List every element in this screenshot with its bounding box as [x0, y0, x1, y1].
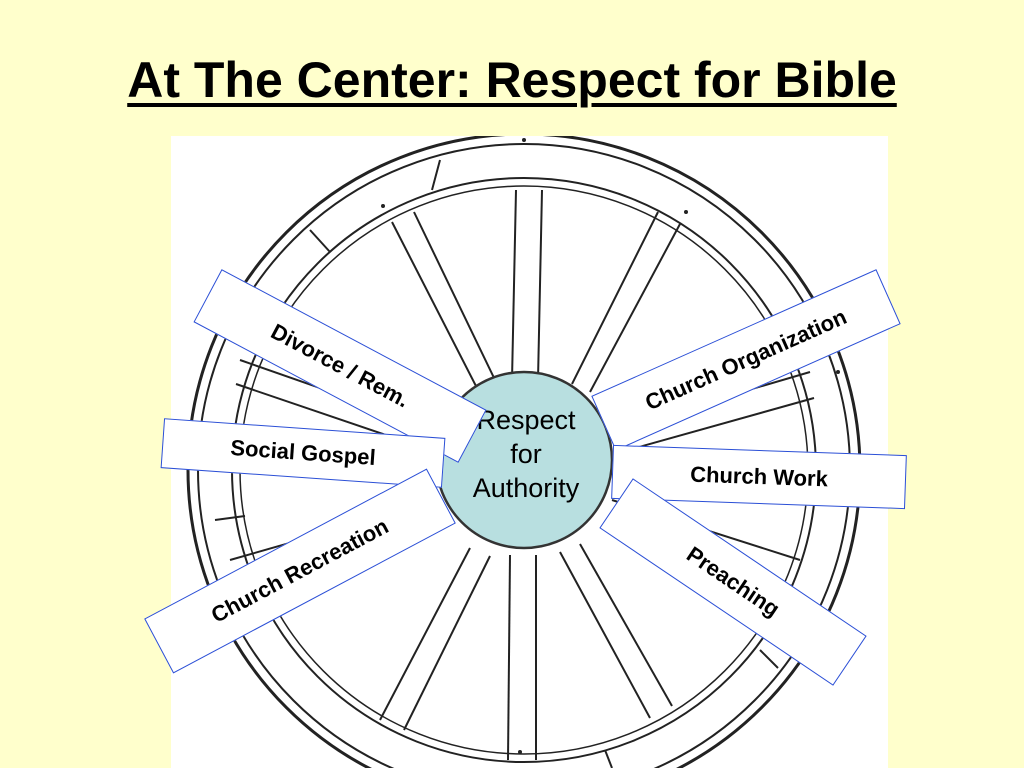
hub-label: Respect for Authority: [440, 403, 612, 505]
rim-joint: [759, 649, 779, 669]
rim-joint: [214, 515, 246, 521]
hub-label-line-1: Respect: [476, 405, 576, 435]
hub-label-line-2: for: [510, 439, 542, 469]
rim-joint: [431, 159, 441, 191]
rim-joint: [309, 229, 331, 253]
slide-title: At The Center: Respect for Bible: [127, 52, 897, 108]
rim-joint: [604, 749, 613, 768]
hub-label-line-3: Authority: [472, 473, 580, 503]
